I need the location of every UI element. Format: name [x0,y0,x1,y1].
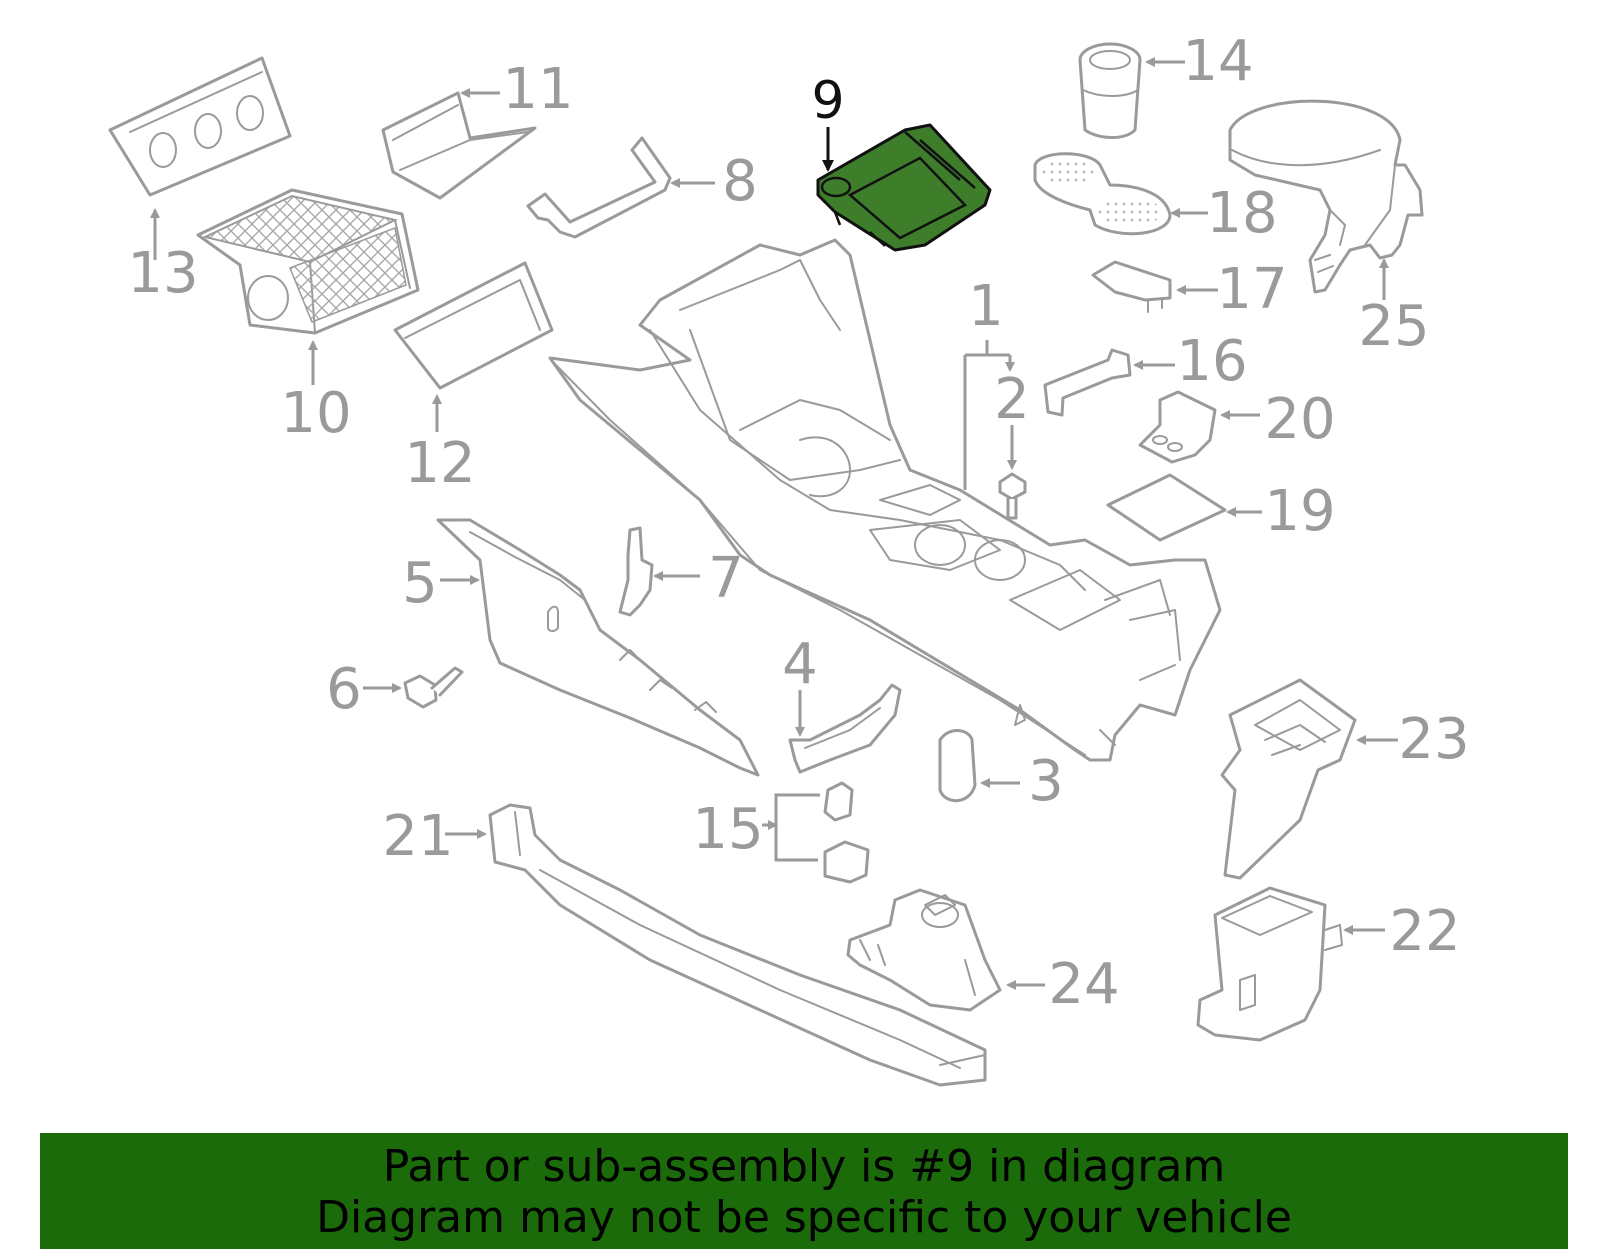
callout-20: 20 [1264,387,1335,452]
callout-12: 12 [404,431,475,496]
part-18-cup-mat[interactable] [1033,152,1208,236]
callout-18: 18 [1206,181,1277,246]
callout-1: 1 [968,274,1004,339]
callout-1-bracket [963,340,1010,490]
part-2-screw[interactable] [998,425,1027,520]
part-21-duct[interactable] [445,803,987,1087]
callout-9: 9 [811,71,844,131]
callout-6: 6 [326,657,362,722]
callout-15: 15 [692,797,763,862]
callout-14: 14 [1182,29,1253,94]
callout-11: 11 [502,57,573,122]
part-15-clips[interactable] [762,781,870,884]
part-16-strip[interactable] [1043,348,1175,417]
part-17-clip[interactable] [1091,260,1218,313]
callout-23: 23 [1398,707,1469,772]
callout-labels: 1 2 3 4 5 6 7 8 9 10 11 12 13 14 15 16 1… [127,29,1469,1017]
callout-4: 4 [782,632,818,697]
part-13-control-panel[interactable] [108,56,292,260]
banner-line-disclaimer: Diagram may not be specific to your vehi… [316,1192,1292,1243]
part-11-tray[interactable] [381,88,537,200]
callout-17: 17 [1216,257,1287,322]
callout-7: 7 [708,546,744,611]
parts-diagram: 1 2 3 4 5 6 7 8 9 10 11 12 13 14 15 16 1… [108,29,1470,1087]
callout-19: 19 [1264,479,1335,544]
info-banner: Part or sub-assembly is #9 in diagram Di… [40,1133,1568,1249]
callout-25: 25 [1358,294,1429,359]
callout-22: 22 [1389,899,1460,964]
part-23-rear-vent[interactable] [1220,678,1398,880]
callout-13: 13 [127,241,198,306]
part-12-trim-cover[interactable] [393,261,554,432]
part-3-plug[interactable] [938,729,1020,803]
part-1-center-console[interactable] [548,238,1222,762]
callout-3: 3 [1028,749,1064,814]
part-22-duct[interactable] [1196,886,1385,1042]
part-9-tray-insert[interactable] [816,123,992,252]
part-20-bracket[interactable] [1138,390,1260,464]
callout-10: 10 [280,381,351,446]
part-5-side-trim[interactable] [436,518,760,777]
part-8-handle[interactable] [526,136,715,239]
callout-2: 2 [994,367,1030,432]
part-14-cup[interactable] [1078,42,1185,139]
banner-line-part-number: Part or sub-assembly is #9 in diagram [382,1141,1226,1192]
callout-21: 21 [382,804,453,869]
callout-16: 16 [1176,329,1247,394]
callout-5: 5 [402,551,438,616]
part-24-shifter[interactable] [846,888,1045,1012]
callout-8: 8 [722,149,758,214]
part-4-bracket[interactable] [788,683,902,774]
part-7-small-bracket[interactable] [618,526,700,617]
callout-24: 24 [1048,952,1119,1017]
part-25-armrest[interactable] [1228,99,1424,300]
part-19-mat[interactable] [1106,473,1262,542]
part-6-bolt[interactable] [363,666,464,709]
part-10-storage-bin[interactable] [196,188,420,385]
